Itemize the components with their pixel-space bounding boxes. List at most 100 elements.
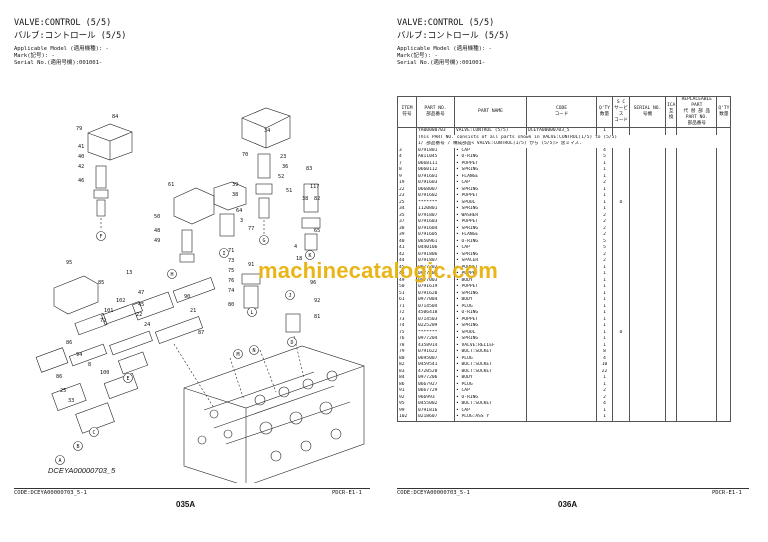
cell-empty (716, 193, 732, 200)
cell-qty: 5 (596, 238, 613, 245)
cell-item: 38 (397, 225, 417, 232)
cell-item: 71 (397, 303, 417, 310)
circle-label: L (250, 310, 253, 316)
cell-qty: 8 (596, 349, 613, 356)
cell-item: 50 (397, 284, 417, 291)
cell-name: • O-RING (454, 238, 527, 245)
cell-sc (612, 342, 630, 349)
cell-empty (664, 394, 677, 401)
callout-number: 13 (126, 270, 132, 276)
cell-sc (612, 336, 630, 343)
cell-item: 82 (397, 362, 417, 369)
cell-part: 0791801 (416, 147, 455, 154)
cell-empty (676, 167, 717, 174)
cell-empty (664, 245, 677, 252)
cell-item: 40 (397, 238, 417, 245)
cell-part: 0791807 (416, 212, 455, 219)
cell-qty: 1 (596, 329, 613, 336)
cell-empty (664, 271, 677, 278)
cell-empty (676, 329, 717, 336)
cell-code (526, 199, 597, 206)
callout-number: 81 (314, 314, 320, 320)
cell-empty (716, 310, 732, 317)
cell-empty (629, 401, 666, 408)
cell-name: • CAP (454, 180, 527, 187)
cell-empty (676, 160, 717, 167)
cell-empty (676, 147, 717, 154)
header-part-name: PART NAME (454, 96, 527, 128)
cell-part: 0714504 (416, 303, 455, 310)
header-replaceable-part: REPLACEABLE PART 代 替 部 品 PART NO. 部品番号 (676, 96, 717, 128)
left-title-jp: バルブ:コントロール (5/5) (14, 31, 127, 41)
cell-empty (676, 199, 717, 206)
right-title: VALVE:CONTROL (5/5) (397, 18, 495, 28)
cell-empty (664, 232, 677, 239)
cell-empty (716, 271, 732, 278)
cell-item: 76 (397, 336, 417, 343)
cell-code (526, 342, 597, 349)
right-code-footer: CODE:DCEYA00000703_5-1 (397, 490, 470, 496)
cell-empty (629, 284, 666, 291)
cell-sc (612, 303, 630, 310)
cell-empty (716, 173, 732, 180)
cell-empty (629, 271, 666, 278)
cell-qty: 1 (596, 381, 613, 388)
callout-number: 76 (228, 278, 234, 284)
cell-empty (716, 251, 732, 258)
cell-item: 46 (397, 271, 417, 278)
cell-empty (676, 173, 717, 180)
circle-label: B (76, 444, 79, 450)
cell-sc (612, 225, 630, 232)
cell-sc (612, 154, 630, 161)
cell-part: 0977003 (416, 277, 455, 284)
callout-number: 46 (78, 178, 84, 184)
cell-sc (612, 232, 630, 239)
cell-sc: D (612, 199, 630, 206)
cell-code (526, 238, 597, 245)
cell-empty (676, 381, 717, 388)
cell-empty (716, 258, 732, 265)
cell-sc (612, 277, 630, 284)
cell-qty: 2 (596, 388, 613, 395)
cell-empty (629, 180, 666, 187)
callout-number: 48 (154, 228, 160, 234)
cell-empty (716, 336, 732, 343)
cell-code (526, 310, 597, 317)
cell-item: 51 (397, 290, 417, 297)
cell-item: 95 (397, 401, 417, 408)
cell-part: 0650961 (416, 238, 455, 245)
cell-empty (716, 232, 732, 239)
cell-empty (716, 180, 732, 187)
cell-sc (612, 251, 630, 258)
cell-item (397, 134, 417, 141)
cell-part: 0791604 (416, 225, 455, 232)
cell-empty (629, 323, 666, 330)
cell-empty (716, 147, 732, 154)
callout-number: 72 (100, 318, 106, 324)
cell-name: • BOLT:SOCKET (454, 362, 527, 369)
cell-qty: 1 (596, 127, 613, 135)
callout-number: 47 (138, 290, 144, 296)
cell-part: 0667729 (416, 388, 455, 395)
cell-empty (664, 375, 677, 382)
header-ica: ICA 互 換 (664, 96, 677, 128)
callout-number: 73 (228, 258, 234, 264)
cell-empty (629, 258, 666, 265)
cell-empty (716, 264, 732, 271)
cell-name: • SPOOL (454, 199, 527, 206)
cell-code (526, 225, 597, 232)
cell-code (526, 303, 597, 310)
cell-empty (664, 342, 677, 349)
callout-number: 3 (240, 218, 243, 224)
cell-qty: 1 (596, 167, 613, 174)
cell-code (526, 297, 597, 304)
callout-number: 87 (198, 330, 204, 336)
cell-empty (676, 277, 717, 284)
